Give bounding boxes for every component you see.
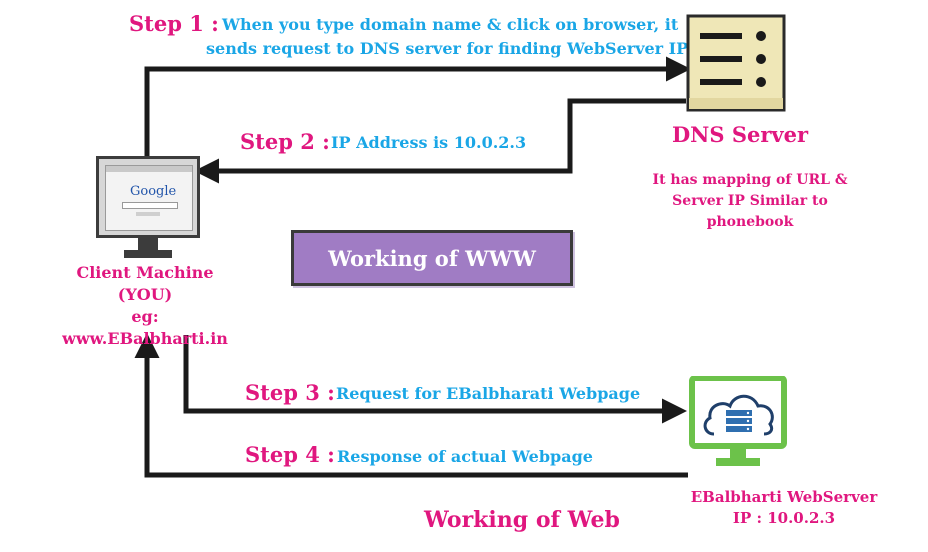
dns-note-line2: Server IP Similar to bbox=[672, 193, 828, 209]
working-of-www-box: Working of WWW bbox=[291, 230, 573, 286]
step2-label: Step 2 : bbox=[240, 129, 330, 154]
step1-text-line1: When you type domain name & click on bro… bbox=[222, 15, 679, 34]
step1-label: Step 1 : bbox=[129, 11, 219, 36]
google-logo: Google bbox=[130, 184, 177, 199]
arrow-step1 bbox=[144, 56, 691, 158]
dns-note-line1: It has mapping of URL & bbox=[652, 172, 848, 188]
client-label-line1: Client Machine bbox=[76, 263, 214, 282]
footer-title: Working of Web bbox=[424, 507, 620, 533]
step3-label: Step 3 : bbox=[245, 380, 335, 405]
step4-text: Response of actual Webpage bbox=[337, 447, 593, 466]
server-tower-icon bbox=[686, 14, 786, 112]
dns-note: It has mapping of URL & Server IP Simila… bbox=[630, 170, 870, 233]
client-label: Client Machine (YOU) eg: www.EBalbharti.… bbox=[52, 262, 238, 350]
step1-text-line2: sends request to DNS server for finding … bbox=[206, 39, 689, 58]
dns-server-title: DNS Server bbox=[671, 122, 809, 147]
arrow-step3 bbox=[183, 335, 687, 424]
cloud-server-icon bbox=[689, 376, 787, 466]
webserver-label: EBalbharti WebServer IP : 10.0.2.3 bbox=[660, 487, 908, 529]
computer-monitor-icon: Google bbox=[96, 156, 200, 264]
step2-text: IP Address is 10.0.2.3 bbox=[331, 133, 527, 152]
step3-text: Request for EBalbharati Webpage bbox=[336, 384, 641, 403]
step4-label: Step 4 : bbox=[245, 442, 335, 467]
client-label-line2: (YOU) bbox=[117, 285, 173, 304]
arrow-step4 bbox=[134, 333, 688, 478]
webserver-label-line1: EBalbharti WebServer bbox=[690, 488, 878, 506]
dns-note-line3: phonebook bbox=[706, 214, 794, 230]
webserver-label-line2: IP : 10.0.2.3 bbox=[732, 509, 836, 527]
client-label-line3: eg: www.EBalbharti.in bbox=[62, 307, 228, 348]
arrow-step2 bbox=[194, 98, 686, 184]
